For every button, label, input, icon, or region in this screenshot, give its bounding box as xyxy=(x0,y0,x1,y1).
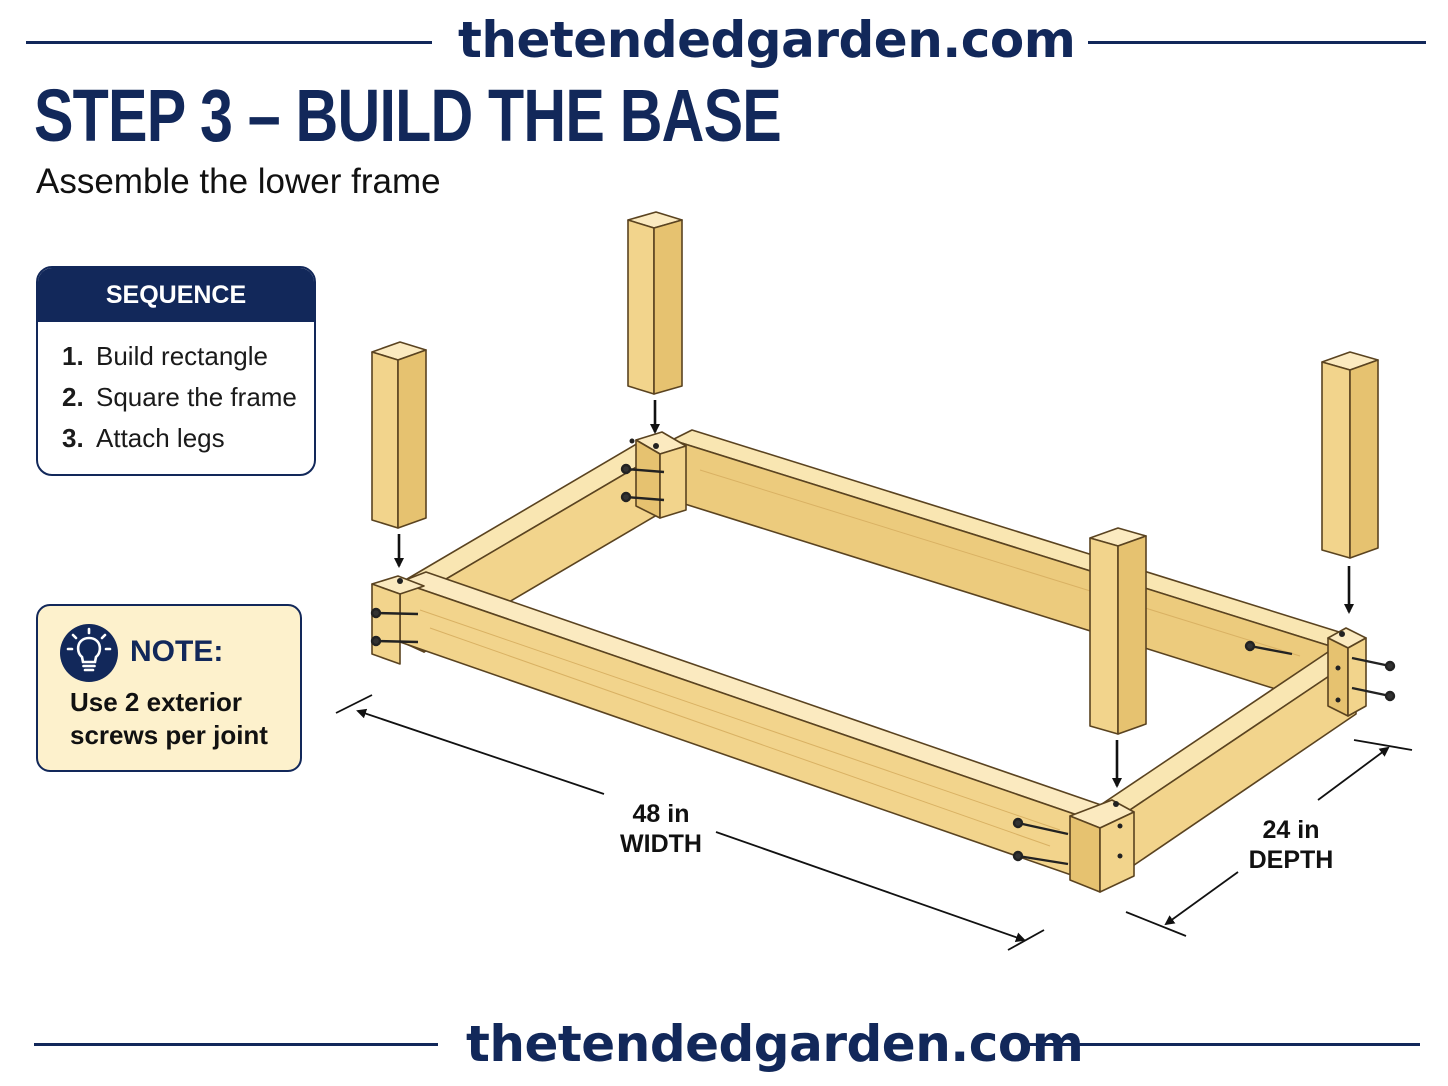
sequence-step: 2. Square the frame xyxy=(62,377,314,418)
back-left-corner-block xyxy=(635,431,687,519)
footer-rule-left xyxy=(34,1043,438,1046)
width-name-label: WIDTH xyxy=(620,830,702,858)
step-number: 3. xyxy=(62,423,84,453)
note-body: Use 2 exterior screws per joint xyxy=(70,687,268,750)
screw-holes xyxy=(397,438,1345,859)
sequence-step: 3. Attach legs xyxy=(62,418,314,459)
footer-rule-right xyxy=(1026,1043,1420,1046)
back-right-corner-block xyxy=(1327,627,1367,717)
leg-back-left xyxy=(627,211,683,395)
note-title: NOTE: xyxy=(130,635,224,668)
step-text: Build rectangle xyxy=(96,341,268,371)
sequence-heading: SEQUENCE xyxy=(38,268,314,322)
header-rule-right xyxy=(1088,41,1426,44)
front-right-corner-block xyxy=(1069,799,1135,893)
page-subtitle: Assemble the lower frame xyxy=(36,162,441,201)
step-number: 1. xyxy=(62,341,84,371)
width-dimension-line xyxy=(335,694,1045,951)
step-text: Attach legs xyxy=(96,423,225,453)
leg-front-right xyxy=(1089,527,1147,735)
page-title: STEP 3 – BUILD THE BASE xyxy=(34,74,782,157)
depth-value-label: 24 in xyxy=(1263,816,1320,844)
screws xyxy=(370,463,1396,866)
depth-name-label: DEPTH xyxy=(1249,846,1334,874)
lightbulb-icon xyxy=(60,624,118,682)
back-board xyxy=(671,429,1353,707)
header-rule-left xyxy=(26,41,432,44)
leg-front-left xyxy=(371,341,427,529)
step-number: 2. xyxy=(62,382,84,412)
step-text: Square the frame xyxy=(96,382,297,412)
depth-dimension-line xyxy=(1125,739,1413,937)
placement-arrows xyxy=(394,400,1354,788)
sequence-step: 1. Build rectangle xyxy=(62,336,314,377)
width-value-label: 48 in xyxy=(633,800,690,828)
sequence-card: SEQUENCE 1. Build rectangle 2. Square the … xyxy=(36,266,316,476)
sequence-list: 1. Build rectangle 2. Square the frame 3. A… xyxy=(38,322,314,459)
front-board xyxy=(399,571,1105,879)
site-name-header: thetendedgarden.com xyxy=(458,11,1076,69)
note-card: NOTE: Use 2 exterior screws per joint xyxy=(36,604,302,772)
site-name-footer: thetendedgarden.com xyxy=(466,1015,1084,1073)
leg-back-right xyxy=(1321,351,1379,559)
